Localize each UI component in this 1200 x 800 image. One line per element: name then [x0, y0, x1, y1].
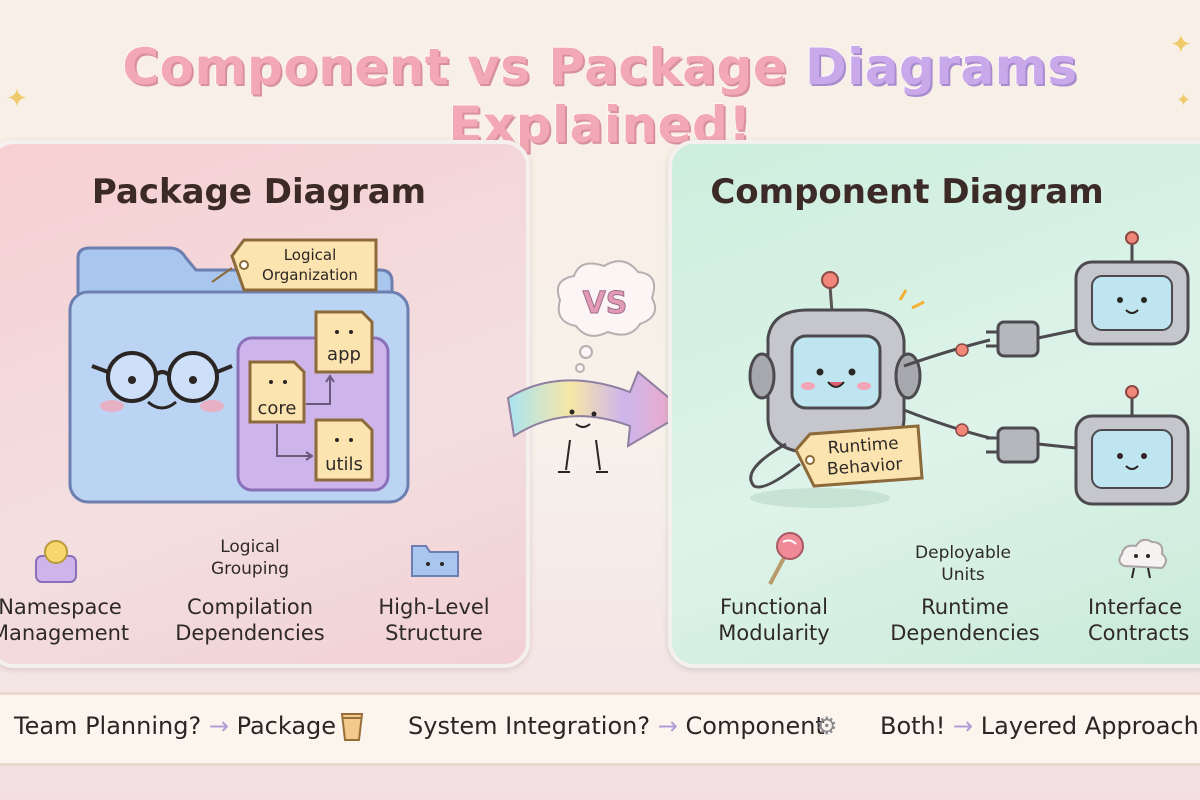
feature-compilation: Compilation Dependencies	[175, 595, 325, 645]
plug-icon	[903, 408, 1077, 464]
tag-icon: Logical Organization	[211, 238, 378, 292]
package-file-core: core	[257, 398, 297, 419]
bottom-integration: System Integration? → Component	[408, 712, 825, 740]
feature-functional: Functional Modularity	[718, 595, 830, 645]
namespace-icon	[35, 540, 77, 583]
feature-interface: Interface Contracts	[1088, 595, 1190, 645]
robot-icon	[748, 271, 925, 508]
package-file-app: app	[327, 344, 361, 365]
feature-runtime-deps: Runtime Dependencies	[890, 595, 1040, 645]
title-part-2: Diagrams	[805, 38, 1078, 96]
package-tag-line2: Organization	[262, 266, 358, 284]
sparkle-icon: ✦	[1170, 30, 1192, 60]
cloud-icon	[1118, 538, 1167, 579]
component-diagram-panel: Component Diagram	[668, 140, 1200, 668]
speech-cloud-icon: VS	[556, 260, 656, 373]
bottom-bar	[0, 692, 1200, 766]
feature-high-level: High-Level Structure	[378, 595, 490, 645]
package-tag-line1: Logical	[284, 246, 337, 264]
robot-icon	[1074, 231, 1190, 346]
feature-deployable: Deployable Units	[915, 543, 1011, 585]
glasses-face-icon	[91, 351, 233, 412]
sparkle-icon: ✦	[6, 84, 28, 114]
bucket-icon	[340, 713, 364, 741]
tag-icon	[794, 424, 924, 488]
title-part-1: Component vs Package	[122, 38, 806, 96]
package-file-utils: utils	[325, 454, 363, 475]
folder-icon	[411, 545, 459, 577]
robot-icon	[1074, 385, 1190, 506]
file-icon	[314, 310, 374, 374]
feature-namespace: Namespace Management	[0, 595, 130, 645]
page-title: Component vs Package Diagrams Explained!	[0, 38, 1200, 154]
plug-icon	[903, 320, 1077, 368]
file-icon	[314, 418, 374, 482]
component-panel-title: Component Diagram	[710, 172, 1104, 212]
package-panel-title: Package Diagram	[91, 172, 427, 212]
file-icon	[248, 360, 306, 424]
vs-label: VS	[583, 286, 628, 321]
gear-icon: ⚙	[816, 712, 838, 740]
sparkle-icon: ✦	[1176, 90, 1192, 111]
bottom-both: Both! → Layered Approach	[880, 712, 1199, 740]
feature-logical-grouping: Logical Grouping	[210, 537, 290, 579]
component-tag: Runtime Behavior	[826, 433, 904, 480]
lollipop-icon	[768, 532, 804, 585]
rainbow-arrow-icon	[506, 370, 688, 473]
bottom-team: Team Planning? → Package	[14, 712, 337, 740]
